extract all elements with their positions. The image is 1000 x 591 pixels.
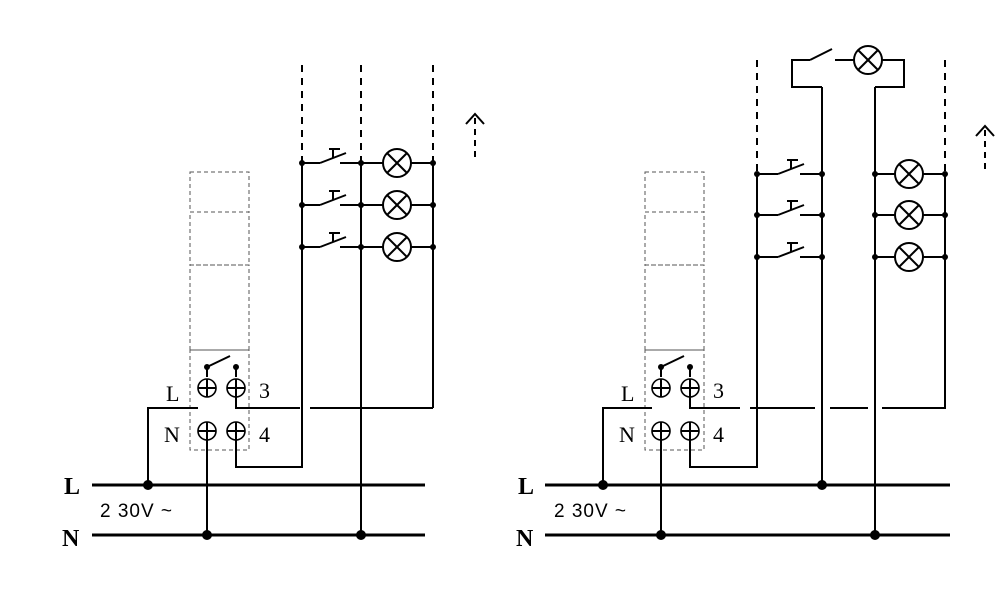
right-wiring-diagram: L N 2 30V ~ L 3 N 4 [516,45,995,552]
left-push-button-2 [299,190,364,208]
right-supply-wiring [598,87,946,540]
left-lamp-2 [361,190,436,220]
right-push-button-2 [754,200,825,218]
right-lamp-1 [872,159,948,189]
right-line-label: L [518,474,534,500]
left-up-arrow-icon [465,112,485,160]
left-terminal-3-label: 3 [259,378,270,403]
left-lamp-3 [361,232,436,262]
right-top-lamp [853,45,905,88]
right-terminal-l-label: L [621,381,634,406]
left-terminal-n-label: N [164,422,180,447]
right-terminal-4-label: 4 [713,422,724,447]
right-neutral-label: N [516,526,534,552]
right-top-switch [791,48,855,88]
left-push-button-3 [299,232,364,250]
right-terminal-4 [680,421,700,441]
left-terminal-4-label: 4 [259,422,270,447]
right-relay-contact [658,355,693,377]
right-terminal-l [651,378,671,398]
right-lamp-2 [872,200,948,230]
right-terminal-3 [680,378,700,398]
right-voltage-label: 2 30V ~ [554,501,627,522]
left-terminal-n [197,421,217,441]
right-lamp-3 [872,242,948,272]
left-terminal-l-label: L [166,381,179,406]
left-voltage-label: 2 30V ~ [100,501,173,522]
left-terminal-4 [226,421,246,441]
left-neutral-label: N [62,526,80,552]
left-line-label: L [64,474,80,500]
right-up-arrow-icon [975,124,995,170]
right-relay-module [644,171,705,451]
left-supply-wiring [143,163,434,540]
right-terminal-n-label: N [619,422,635,447]
left-relay-module [189,171,250,451]
left-wiring-diagram: L N 2 30V ~ L 3 [62,65,485,552]
right-push-button-3 [754,242,825,260]
left-lamp-1 [361,148,436,178]
right-terminal-n [651,421,671,441]
right-push-button-1 [754,159,825,177]
left-terminal-3 [226,378,246,398]
right-terminal-3-label: 3 [713,378,724,403]
left-terminal-l [197,378,217,398]
left-push-button-1 [299,148,364,166]
left-relay-contact [204,355,239,377]
